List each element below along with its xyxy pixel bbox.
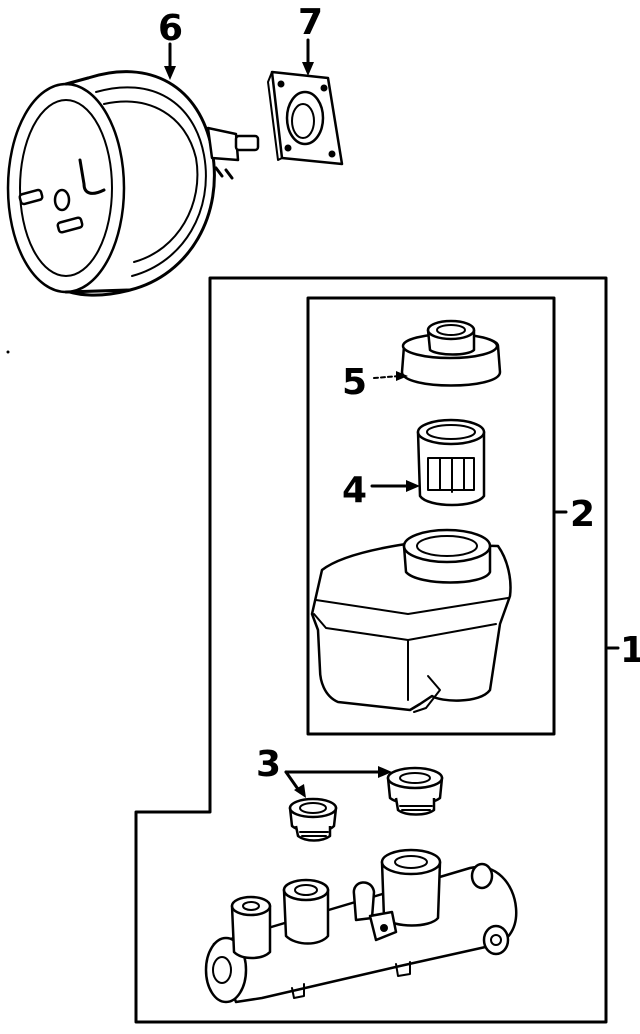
callout-4: 4 bbox=[342, 470, 420, 511]
assembly-2-box bbox=[306, 296, 556, 736]
callout-label-3: 3 bbox=[256, 744, 281, 785]
callout-label-2: 2 bbox=[570, 494, 595, 535]
reservoir[interactable] bbox=[310, 528, 512, 713]
callout-label-1: 1 bbox=[620, 630, 640, 671]
grommet-left[interactable] bbox=[288, 797, 338, 842]
callout-label-5: 5 bbox=[342, 362, 367, 403]
callout-5: 5 bbox=[342, 362, 408, 403]
assembly-1-bracket bbox=[134, 276, 608, 1024]
grommet-right[interactable] bbox=[386, 766, 444, 816]
booster-gasket[interactable] bbox=[267, 70, 344, 166]
callout-label-7: 7 bbox=[298, 2, 323, 43]
callout-6: 6 bbox=[158, 8, 183, 80]
strainer[interactable] bbox=[416, 418, 486, 507]
callout-7: 7 bbox=[298, 2, 323, 76]
callout-label-4: 4 bbox=[342, 470, 367, 511]
callout-1: 1 bbox=[606, 630, 640, 671]
reservoir-cap[interactable] bbox=[400, 319, 502, 387]
callout-3: 3 bbox=[256, 744, 392, 798]
brake-booster[interactable] bbox=[6, 70, 260, 297]
callout-label-6: 6 bbox=[158, 8, 183, 49]
master-cylinder[interactable] bbox=[204, 848, 518, 1004]
stray-dot bbox=[6, 350, 10, 354]
callout-2: 2 bbox=[554, 494, 595, 535]
